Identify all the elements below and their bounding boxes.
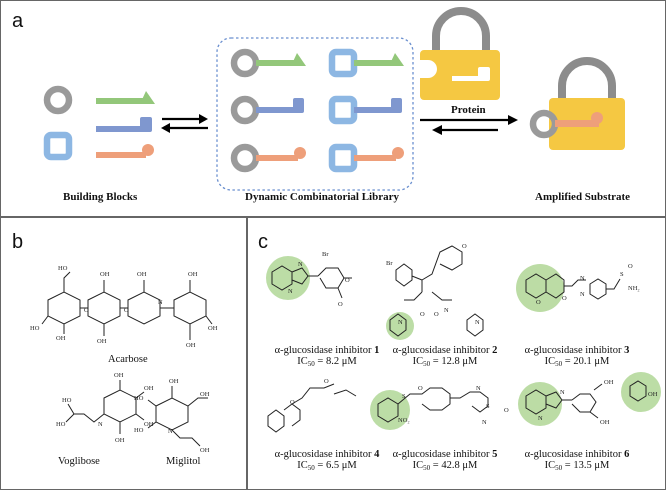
svg-text:OH: OH (186, 342, 196, 349)
inhibitor-3-label: α-glucosidase inhibitor 3 IC50 = 20.1 μM (524, 345, 630, 368)
acarbose-structure (41, 271, 213, 340)
building-block-orange-tail (96, 144, 154, 158)
svg-text:HO: HO (56, 421, 66, 428)
svg-text:S: S (486, 403, 490, 410)
svg-text:OH: OH (648, 391, 658, 398)
svg-text:N: N (444, 307, 449, 314)
voglibose-label: Voglibose (58, 456, 100, 467)
svg-text:N: N (288, 288, 293, 295)
svg-text:O: O (562, 295, 567, 302)
library-box (216, 37, 414, 191)
inhibitor-2-label: α-glucosidase inhibitor 2 IC50 = 12.8 μM (392, 345, 498, 368)
miglitol-label: Miglitol (166, 456, 201, 467)
svg-text:OH: OH (144, 421, 154, 428)
building-block-green-tail (96, 91, 155, 104)
svg-text:N: N (98, 421, 103, 428)
miglitol-structure (147, 386, 208, 447)
svg-text:O: O (434, 311, 439, 318)
library-caption: Dynamic Combinatorial Library (245, 191, 399, 203)
svg-text:N: N (475, 319, 480, 326)
svg-text:OH: OH (200, 447, 210, 454)
amplified-caption: Amplified Substrate (535, 191, 631, 203)
svg-text:S: S (620, 271, 624, 278)
svg-text:O: O (345, 277, 350, 284)
svg-text:N: N (476, 385, 481, 392)
inhibitor-6-label: α-glucosidase inhibitor 6 IC50 = 13.5 μM (524, 449, 630, 472)
svg-text:N: N (398, 319, 403, 326)
svg-text:OH: OH (208, 325, 218, 332)
svg-text:S: S (402, 393, 406, 400)
equilibrium-arrows-right (420, 115, 518, 135)
svg-text:N: N (580, 291, 585, 298)
svg-text:N: N (580, 275, 585, 282)
svg-text:OH: OH (200, 391, 210, 398)
svg-text:O: O (324, 378, 329, 385)
svg-text:O: O (536, 299, 541, 306)
svg-text:Br: Br (322, 251, 329, 258)
inhibitor-1-label: α-glucosidase inhibitor 1 IC50 = 8.2 μM (274, 345, 380, 368)
svg-text:HO: HO (134, 427, 144, 434)
svg-text:OH: OH (604, 379, 614, 386)
svg-text:OH: OH (137, 271, 147, 278)
svg-text:N: N (482, 419, 487, 426)
svg-text:HO: HO (58, 265, 68, 272)
svg-text:OH: OH (115, 437, 125, 444)
amplified-lock-icon (533, 57, 625, 150)
svg-text:O: O (462, 243, 467, 250)
svg-text:N: N (298, 261, 303, 268)
svg-text:N: N (560, 389, 565, 396)
svg-text:O: O (418, 385, 423, 392)
svg-text:N: N (158, 299, 163, 306)
svg-text:OH: OH (97, 338, 107, 345)
svg-text:O: O (338, 301, 343, 308)
panel-b-letter: b (12, 231, 24, 253)
svg-text:O: O (84, 307, 89, 314)
svg-text:HO: HO (62, 397, 72, 404)
svg-text:OH: OH (188, 271, 198, 278)
protein-lock-icon (420, 7, 500, 100)
panel-a-letter: a (12, 10, 24, 32)
svg-text:OH: OH (600, 419, 610, 426)
svg-text:O: O (628, 263, 633, 270)
protein-caption: Protein (451, 104, 486, 116)
inhibitor-4-label: α-glucosidase inhibitor 4 IC50 = 6.5 μM (274, 449, 380, 472)
acarbose-label: Acarbose (108, 354, 148, 365)
svg-text:Br: Br (386, 260, 393, 267)
building-block-blue-tail (96, 117, 152, 132)
svg-text:N: N (168, 428, 173, 435)
svg-text:NH₂: NH₂ (628, 285, 640, 292)
svg-text:OH: OH (56, 335, 66, 342)
svg-text:N: N (538, 415, 543, 422)
inhibitor-5-label: α-glucosidase inhibitor 5 IC50 = 42.8 μM (392, 449, 498, 472)
svg-text:HO: HO (134, 395, 144, 402)
voglibose-structure (65, 380, 145, 434)
library-members (234, 52, 404, 169)
svg-text:OH: OH (114, 372, 124, 379)
panel-c-letter: c (258, 231, 268, 253)
svg-text:O: O (420, 311, 425, 318)
svg-text:O: O (290, 399, 295, 406)
equilibrium-arrows-left (161, 114, 208, 133)
svg-text:HO: HO (30, 325, 40, 332)
svg-text:OH: OH (169, 378, 179, 385)
svg-text:O: O (504, 407, 509, 414)
svg-text:NO₂: NO₂ (398, 417, 410, 424)
building-blocks-caption: Building Blocks (63, 191, 138, 203)
svg-text:OH: OH (100, 271, 110, 278)
svg-text:O: O (124, 307, 129, 314)
svg-text:OH: OH (144, 385, 154, 392)
